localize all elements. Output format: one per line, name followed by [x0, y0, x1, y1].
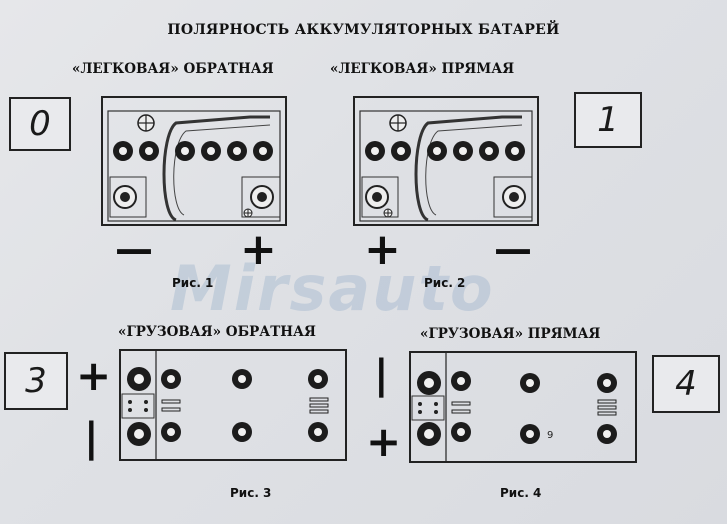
page-title: ПОЛЯРНОСТЬ АККУМУЛЯТОРНЫХ БАТАРЕЙ: [167, 22, 560, 38]
cell-cap-4: [201, 141, 221, 161]
number-3: 3: [25, 361, 47, 401]
terminal-negative-4: [417, 371, 441, 395]
subtitle-4: «ГРУЗОВАЯ» ПРЯМАЯ: [420, 326, 601, 342]
cell-cap-3: [427, 141, 447, 161]
number-4: 4: [675, 364, 697, 404]
cell-caps-top-3: [127, 367, 328, 391]
subtitle-1: «ЛЕГКОВАЯ» ПРЯМАЯ: [330, 61, 515, 77]
cell-cap-4: [451, 422, 471, 442]
polarity-sign-right-1: —: [494, 227, 532, 271]
caption-4: Рис. 4: [500, 486, 542, 500]
cell-cap-4: [453, 141, 473, 161]
cell-cap-3: [597, 373, 617, 393]
polarity-sign-bottom-3: |: [84, 415, 99, 461]
cell-cap-1: [161, 369, 181, 389]
cell-cap-6: [253, 141, 273, 161]
terminal-negative-0: [113, 185, 137, 209]
polarity-sign-right-0: +: [240, 224, 277, 275]
subtitle-3: «ГРУЗОВАЯ» ОБРАТНАЯ: [118, 324, 316, 340]
cell-caps-row-0: [113, 141, 273, 161]
cell-cap-6: [308, 422, 328, 442]
number-box-1: 1: [574, 92, 642, 148]
caption-1: Рис. 2: [424, 276, 466, 290]
battery-diagram-0: [101, 96, 287, 226]
polarity-sign-top-3: +: [76, 351, 112, 400]
label-9: 9: [547, 430, 553, 441]
cell-caps-bottom-4: [417, 422, 617, 446]
polarity-sign-bottom-4: +: [366, 417, 402, 466]
number-box-3: 3: [4, 352, 68, 410]
cell-cap-5: [520, 424, 540, 444]
cell-cap-2: [520, 373, 540, 393]
cell-cap-6: [505, 141, 525, 161]
cell-cap-3: [175, 141, 195, 161]
subtitle-0: «ЛЕГКОВАЯ» ОБРАТНАЯ: [72, 61, 274, 77]
number-0: 0: [29, 104, 51, 144]
battery-diagram-1: [353, 96, 539, 226]
cell-cap-5: [227, 141, 247, 161]
caption-0: Рис. 1: [172, 276, 214, 290]
cell-cap-1: [365, 141, 385, 161]
battery-diagram-3: [119, 349, 347, 461]
cell-cap-5: [232, 422, 252, 442]
number-1: 1: [597, 100, 619, 140]
terminal-positive-3: [127, 367, 151, 391]
cell-cap-1: [113, 141, 133, 161]
terminal-negative-3: [127, 422, 151, 446]
cell-cap-5: [479, 141, 499, 161]
number-box-0: 0: [9, 97, 71, 151]
cell-cap-2: [391, 141, 411, 161]
caption-3: Рис. 3: [230, 486, 272, 500]
terminal-positive-4: [417, 422, 441, 446]
cell-cap-2: [232, 369, 252, 389]
cell-cap-3: [308, 369, 328, 389]
cell-caps-bottom-3: [127, 422, 328, 446]
cell-cap-1: [451, 371, 471, 391]
polarity-sign-left-0: —: [115, 227, 153, 271]
cell-cap-2: [139, 141, 159, 161]
cell-cap-6: [597, 424, 617, 444]
number-box-4: 4: [652, 355, 720, 413]
polarity-sign-left-1: +: [364, 224, 401, 275]
cell-caps-top-4: [417, 371, 617, 395]
terminal-negative-1: [502, 185, 526, 209]
terminal-positive-1: [365, 185, 389, 209]
battery-diagram-4: 9: [409, 351, 637, 463]
polarity-sign-top-4: |: [374, 352, 389, 398]
cell-cap-4: [161, 422, 181, 442]
cell-caps-row-1: [365, 141, 525, 161]
terminal-positive-0: [250, 185, 274, 209]
